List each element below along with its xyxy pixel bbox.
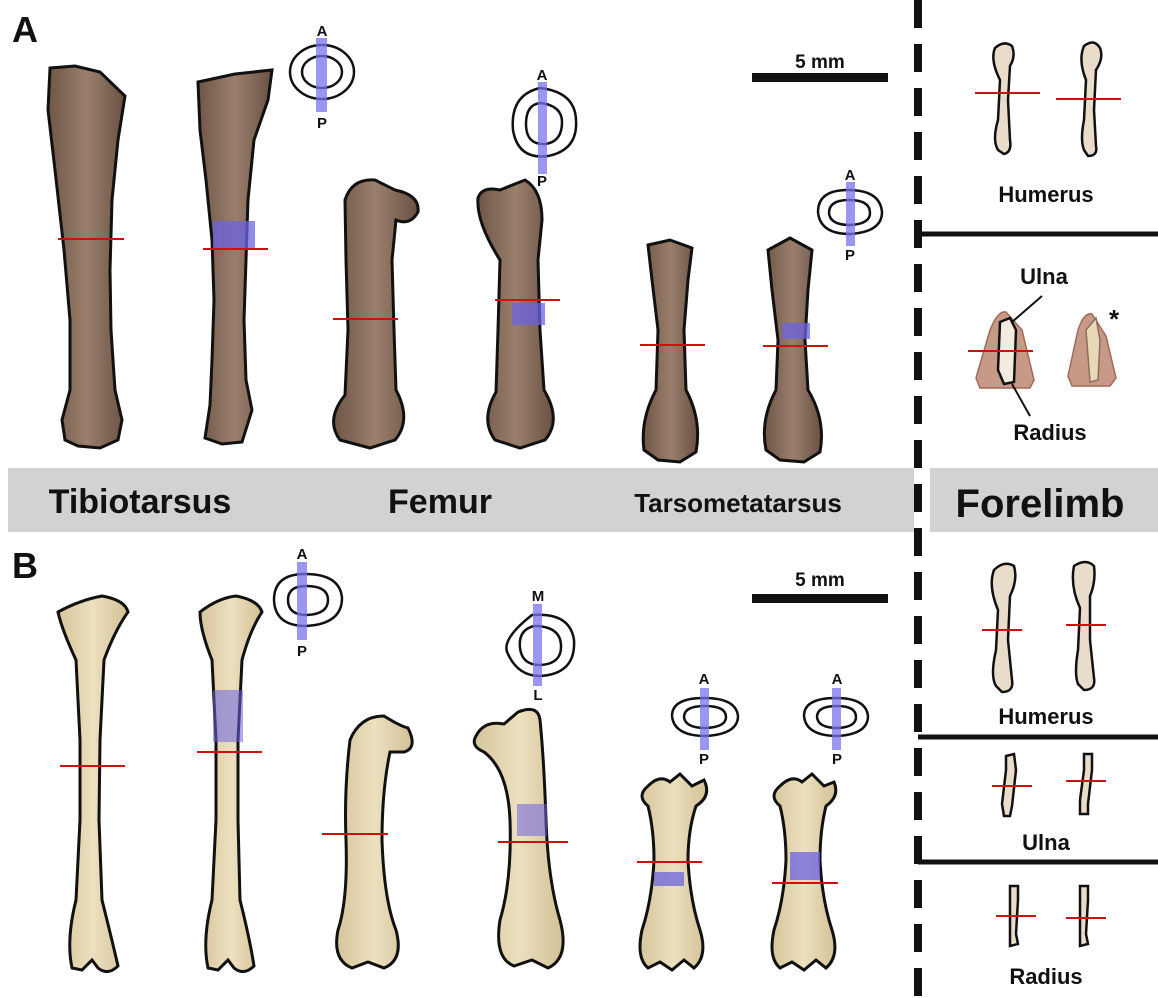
label-forelimb: Forelimb	[956, 482, 1125, 526]
label-humerus: Humerus	[998, 182, 1093, 207]
a-tibiotarsus-right	[198, 70, 272, 444]
label-femur: Femur	[388, 483, 492, 521]
asterisk-mark: *	[1109, 304, 1120, 334]
bone-outline	[200, 596, 262, 972]
axis-label-top: A	[832, 671, 843, 688]
panel-a-label: A	[12, 9, 38, 50]
axis-label-bottom: P	[832, 751, 842, 768]
bone-outline	[643, 240, 697, 462]
axis-label-top: M	[532, 588, 545, 605]
label-humerus: Humerus	[998, 704, 1093, 729]
panel-b-label: B	[12, 545, 38, 586]
section-axis-band	[846, 182, 855, 246]
section-axis-band	[316, 38, 327, 112]
b-tibiotarsus-cross-section: A P	[274, 546, 342, 660]
section-axis-band	[538, 82, 547, 174]
a-tibiotarsus-left	[48, 66, 125, 448]
b-femur-right	[474, 709, 568, 968]
section-band	[512, 303, 545, 325]
scale-bar-label: 5 mm	[795, 52, 845, 73]
axis-label-bottom: P	[297, 643, 307, 660]
axis-label-top: A	[537, 67, 548, 84]
b-forelimb-radius: Radius	[996, 886, 1106, 989]
a-tarsometatarsus-cross-section: A P	[818, 167, 882, 264]
scale-bar-line	[752, 73, 888, 82]
axis-label-bottom: P	[845, 247, 855, 264]
label-ulna: Ulna	[1020, 264, 1068, 289]
axis-label-bottom: P	[317, 115, 327, 132]
bone-outline	[334, 180, 419, 448]
a-femur-right	[478, 180, 560, 448]
b-tibiotarsus-left	[58, 596, 128, 972]
axis-label-top: A	[317, 23, 328, 40]
section-band	[517, 804, 547, 836]
axis-label-bottom: L	[533, 687, 542, 704]
label-tibiotarsus: Tibiotarsus	[49, 483, 232, 521]
section-outer	[274, 574, 342, 626]
a-forelimb-ulna-radius: Ulna Radius *	[968, 264, 1120, 445]
a-tarsometatarsus-left	[640, 240, 705, 462]
bone-outline	[1080, 754, 1092, 814]
bone-outline	[764, 238, 821, 462]
label-radius: Radius	[1009, 964, 1082, 989]
a-scale-bar: 5 mm	[752, 52, 888, 82]
a-tibiotarsus-cross-section: A P	[290, 23, 354, 132]
scale-bar-line	[752, 594, 888, 603]
section-band	[654, 872, 684, 886]
ulna-pointer	[1012, 296, 1042, 322]
section-inner	[288, 586, 328, 615]
section-axis-band	[297, 562, 307, 640]
axis-label-top: A	[845, 167, 856, 184]
b-tarsometatarsus-right	[772, 774, 838, 970]
a-tarsometatarsus-right	[763, 238, 828, 462]
a-forelimb-humerus: Humerus	[975, 42, 1121, 207]
label-radius: Radius	[1013, 420, 1086, 445]
label-tarsometatarsus: Tarsometatarsus	[634, 488, 842, 518]
b-tmt-right-cross-section: A P	[804, 671, 868, 768]
radius-pointer	[1012, 384, 1030, 416]
bone-outline	[992, 564, 1016, 692]
b-tarsometatarsus-left	[637, 774, 707, 970]
a-femur-cross-section: A P	[513, 67, 576, 190]
b-femur-cross-section: M L	[506, 588, 574, 704]
b-tmt-left-cross-section: A P	[672, 671, 738, 768]
axis-label-top: A	[699, 671, 710, 688]
a-femur-left	[333, 180, 418, 448]
b-femur-left	[322, 716, 412, 968]
section-band	[213, 221, 255, 249]
section-axis-band	[533, 604, 542, 686]
section-axis-band	[700, 688, 709, 750]
b-tibiotarsus-right	[197, 596, 262, 972]
section-band	[790, 852, 820, 880]
bone-outline	[337, 716, 413, 968]
label-ulna: Ulna	[1022, 830, 1070, 855]
bone-outline	[198, 70, 272, 444]
b-forelimb-humerus: Humerus	[982, 562, 1106, 729]
axis-label-top: A	[297, 546, 308, 563]
bone-outline	[1080, 886, 1088, 946]
b-forelimb-ulna: Ulna	[992, 754, 1106, 855]
scale-bar-label: 5 mm	[795, 570, 845, 591]
bone-outline	[48, 66, 125, 448]
axis-label-bottom: P	[537, 173, 547, 190]
bone-outline	[993, 43, 1013, 154]
section-band	[213, 690, 243, 742]
axis-label-bottom: P	[699, 751, 709, 768]
bone-outline	[58, 596, 128, 972]
section-band	[782, 323, 810, 339]
section-axis-band	[832, 688, 841, 750]
bone-outline	[474, 709, 563, 968]
b-scale-bar: 5 mm	[752, 570, 888, 603]
